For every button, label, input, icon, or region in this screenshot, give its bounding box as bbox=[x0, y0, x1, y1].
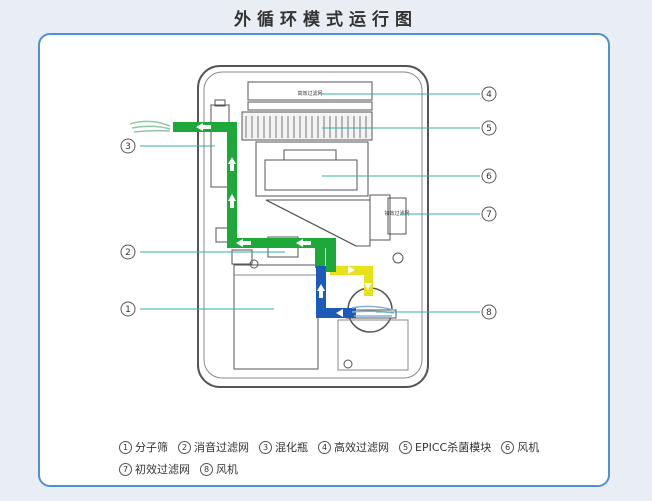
pre-filter-frame bbox=[387, 197, 407, 235]
legend-label: 消音过滤网 bbox=[194, 441, 249, 454]
callout-3 bbox=[120, 138, 136, 154]
legend-label: EPICC杀菌模块 bbox=[415, 441, 492, 454]
callout-5-text: 5 bbox=[486, 124, 492, 134]
callout-7 bbox=[481, 206, 497, 222]
hepa-filter-box bbox=[247, 81, 373, 101]
legend-number: 6 bbox=[501, 440, 515, 454]
arrow-up-icon bbox=[228, 194, 236, 201]
legend-number: 7 bbox=[119, 462, 132, 476]
arrow-left-icon bbox=[196, 123, 203, 131]
drain-valve bbox=[343, 359, 353, 369]
airflow-out-icon bbox=[129, 120, 171, 133]
legend-item: 6 风机 bbox=[501, 439, 539, 455]
molecular-sieve bbox=[233, 264, 319, 370]
callout-1 bbox=[120, 301, 136, 317]
epicc-module-box bbox=[247, 101, 373, 111]
legend-label: 混化瓶 bbox=[275, 441, 308, 454]
legend-item: 1 分子筛 bbox=[119, 439, 168, 455]
legend-row-2: 7 初效过滤网 8 风机 bbox=[119, 461, 238, 477]
callout-4 bbox=[481, 86, 497, 102]
arrow-left-icon bbox=[236, 239, 243, 247]
callout-2-text: 2 bbox=[125, 248, 131, 258]
fan-top bbox=[283, 149, 337, 161]
legend-number: 3 bbox=[259, 440, 272, 454]
arrow-up-icon bbox=[317, 284, 325, 291]
airflow-in-icon bbox=[351, 305, 395, 317]
valve-left bbox=[249, 259, 259, 269]
page-title: 外循环模式运行图 bbox=[234, 10, 418, 30]
legend-number: 8 bbox=[200, 462, 213, 476]
humidifier-cap bbox=[214, 99, 226, 107]
legend-row-1: 1 分子筛 2 消音过滤网 3 混化瓶 4 高效过滤网 5 EPICC杀菌模块 … bbox=[119, 439, 539, 455]
callout-3-text: 3 bbox=[125, 142, 131, 152]
legend-item: 4 高效过滤网 bbox=[318, 439, 389, 455]
callout-1-text: 1 bbox=[125, 305, 131, 315]
callout-7-text: 7 bbox=[486, 210, 492, 220]
legend-number: 1 bbox=[119, 440, 132, 454]
arrow-down-icon bbox=[364, 283, 372, 290]
legend-item: 5 EPICC杀菌模块 bbox=[399, 439, 491, 455]
arrow-right-icon bbox=[348, 266, 355, 274]
callout-2 bbox=[120, 244, 136, 260]
legend-item: 8 风机 bbox=[200, 461, 238, 477]
arrow-left-icon bbox=[336, 309, 343, 317]
pre-filter bbox=[369, 194, 391, 241]
callout-6-text: 6 bbox=[486, 172, 492, 182]
callout-4-text: 4 bbox=[486, 90, 492, 100]
callout-8-text: 8 bbox=[486, 308, 492, 318]
hepa-filter-box-label: 高效过滤网 bbox=[297, 90, 322, 97]
legend-label: 风机 bbox=[216, 463, 238, 476]
legend-item: 3 混化瓶 bbox=[259, 439, 308, 455]
legend-number: 4 bbox=[318, 440, 331, 454]
arrow-left-icon bbox=[296, 239, 303, 247]
epicc-module-ribbed bbox=[241, 111, 373, 141]
legend-item: 2 消音过滤网 bbox=[178, 439, 249, 455]
legend-label: 初效过滤网 bbox=[135, 463, 190, 476]
fan-body bbox=[264, 159, 358, 191]
legend-number: 2 bbox=[178, 440, 191, 454]
device-outline bbox=[197, 65, 429, 388]
fan-housing bbox=[255, 141, 369, 197]
callout-6 bbox=[481, 168, 497, 184]
legend-label: 高效过滤网 bbox=[334, 441, 389, 454]
lower-compartment bbox=[337, 319, 409, 371]
valve-right bbox=[392, 252, 404, 264]
legend-label: 风机 bbox=[517, 441, 540, 454]
legend-item: 7 初效过滤网 bbox=[119, 461, 190, 477]
pre-filter-label: 初效过滤网 bbox=[384, 210, 409, 217]
callout-5 bbox=[481, 120, 497, 136]
arrow-up-icon bbox=[228, 157, 236, 164]
legend-label: 分子筛 bbox=[135, 441, 168, 454]
legend-number: 5 bbox=[399, 440, 412, 454]
device-inner-outline bbox=[203, 71, 423, 379]
valve-block bbox=[231, 249, 253, 265]
callout-8 bbox=[481, 304, 497, 320]
